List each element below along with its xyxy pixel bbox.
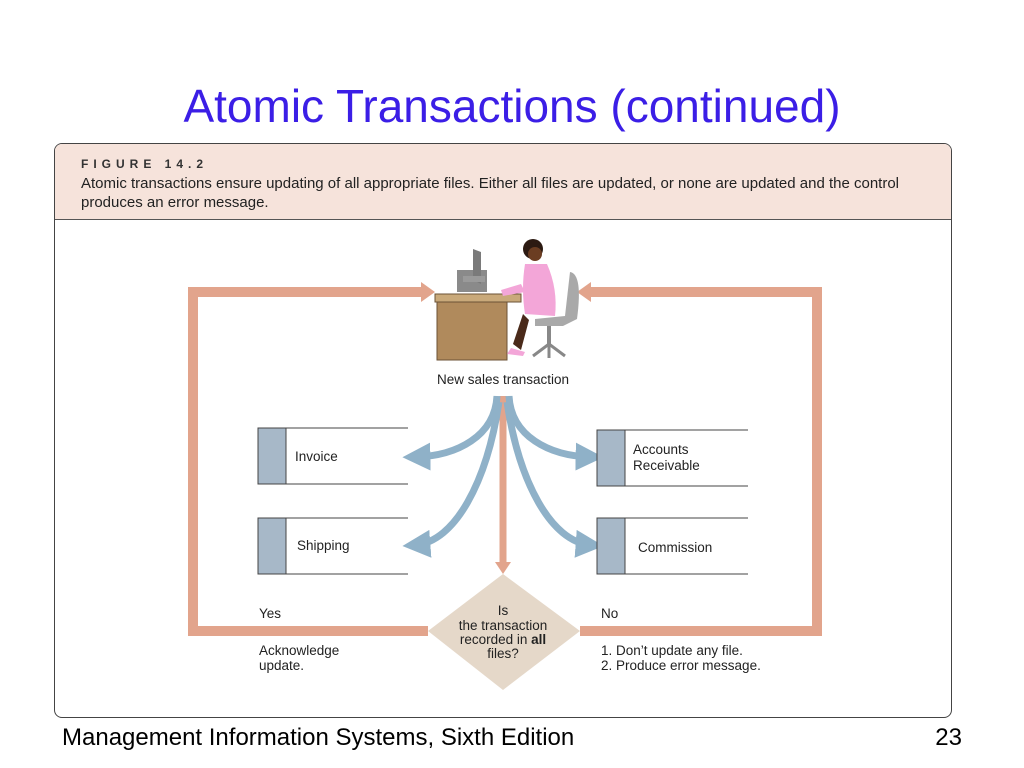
decision-line3: recorded in all: [460, 632, 546, 647]
page-number: 23: [935, 724, 962, 751]
file-label-line1: Accounts: [633, 442, 689, 457]
decision-line4: files?: [487, 646, 519, 661]
figure-label: FIGURE 14.2: [81, 157, 209, 171]
arrow-to-invoice: [402, 395, 501, 471]
file-label: Commission: [638, 540, 712, 555]
decision-arrow: [495, 396, 511, 574]
footer-text: Management Information Systems, Sixth Ed…: [62, 724, 575, 751]
yes-loop-arrow: [188, 282, 435, 636]
no-action-line2: 2. Produce error message.: [601, 658, 761, 673]
yes-action-line1: Acknowledge: [259, 643, 339, 658]
figure-box: FIGURE 14.2 Atomic transactions ensure u…: [54, 143, 952, 718]
no-loop-arrow: [577, 282, 822, 636]
slide-title: Atomic Transactions (continued): [183, 80, 841, 132]
file-label: Invoice: [295, 449, 338, 464]
flow-arrows: [402, 395, 604, 558]
arrow-to-accounts: [505, 395, 604, 471]
yes-action-line2: update.: [259, 658, 304, 673]
file-shipping: Shipping: [257, 517, 408, 575]
file-label-line2: Receivable: [633, 458, 700, 473]
no-label: No: [601, 606, 618, 621]
file-invoice: Invoice: [257, 427, 408, 485]
user-at-computer-icon: [434, 239, 579, 361]
arrow-to-commission: [503, 401, 604, 558]
flow-diagram: New sales transaction Invoice Shipping: [188, 239, 822, 690]
figure-caption: Atomic transactions ensure updating of a…: [81, 175, 900, 211]
figure-caption-bar: FIGURE 14.2 Atomic transactions ensure u…: [55, 144, 951, 220]
source-label: New sales transaction: [437, 372, 569, 387]
yes-label: Yes: [259, 606, 281, 621]
file-accounts-receivable: Accounts Receivable: [596, 429, 748, 487]
decision-line1: Is: [498, 603, 509, 618]
file-label: Shipping: [297, 538, 350, 553]
no-action-line1: 1. Don’t update any file.: [601, 643, 743, 658]
file-commission: Commission: [596, 517, 748, 575]
decision-diamond: Is the transaction recorded in all files…: [428, 574, 580, 690]
arrow-to-shipping: [402, 401, 503, 558]
decision-line2: the transaction: [459, 618, 548, 633]
